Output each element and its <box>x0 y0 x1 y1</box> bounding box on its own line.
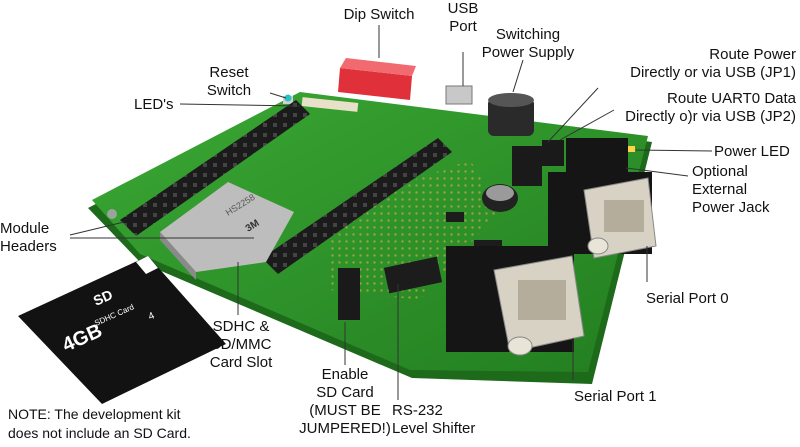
leader-line <box>625 167 689 177</box>
leader-line <box>179 103 301 107</box>
label-reset-switch: Reset Switch <box>206 64 252 99</box>
sd-card-body <box>18 256 226 404</box>
label-optional-power-jack: Optional External Power Jack <box>692 163 770 216</box>
sd-card: SD SDHC Card 4 4GB <box>18 256 226 404</box>
jumper-jp2 <box>542 140 564 166</box>
inductor-top <box>488 93 534 107</box>
label-serial-port-1: Serial Port 1 <box>574 388 657 405</box>
capacitor-top <box>486 185 514 201</box>
serial-port-1-screw <box>507 336 533 356</box>
serial-port-0-connector <box>548 172 657 259</box>
label-route-power: Route Power Directly or via USB (JP1) <box>630 46 796 81</box>
module-header-right <box>262 138 452 274</box>
reset-switch <box>283 94 293 104</box>
serial-port-1-socket <box>518 280 566 320</box>
sd-card-logo: SD <box>91 286 115 309</box>
label-dip-switch: Dip Switch <box>343 6 415 23</box>
led-row <box>301 97 359 112</box>
leader-lines <box>69 25 713 400</box>
leader-line <box>512 59 524 93</box>
label-sdhc-card-slot: SDHC & SD/MMC Card Slot <box>209 318 273 371</box>
mount-hole <box>107 209 117 219</box>
module-headers <box>120 100 452 274</box>
sd-slot-front <box>160 232 196 280</box>
sd-card-slot: HS2258 3M <box>160 182 294 280</box>
jumper-jp1 <box>512 146 542 186</box>
sd-slot-body <box>160 182 294 272</box>
label-usb-port: USB Port <box>447 0 479 35</box>
label-leds: LED's <box>134 96 174 113</box>
dip-switch <box>338 58 416 100</box>
leader-line <box>547 87 599 143</box>
label-serial-port-0: Serial Port 0 <box>646 290 729 307</box>
label-rs232-level-shifter: RS-232 Level Shifter <box>392 402 476 437</box>
sd-enable-jumper <box>338 268 360 320</box>
module-header-left <box>120 100 310 236</box>
label-module-headers: Module Headers <box>0 220 57 255</box>
leader-line <box>69 221 125 236</box>
label-switching-power-supply: Switching Power Supply <box>481 26 575 61</box>
sd-card-notch <box>136 256 158 274</box>
inductor-body <box>488 98 534 136</box>
reset-switch-button <box>284 94 292 102</box>
switching-power-supply <box>488 93 534 136</box>
note-sd-card-not-included: NOTE: The development kit does not inclu… <box>8 406 191 441</box>
leader-line <box>635 149 713 152</box>
serial-port-0-screw <box>587 237 609 255</box>
dip-switch-top <box>340 58 416 76</box>
smd-chip <box>446 212 464 222</box>
leader-line <box>559 109 615 141</box>
power-led <box>628 146 635 152</box>
label-power-led: Power LED <box>714 143 790 160</box>
dip-switch-body <box>338 68 412 100</box>
usb-port <box>445 85 473 105</box>
leader-line <box>269 92 287 99</box>
label-enable-sd-card: Enable SD Card (MUST BE JUMPERED!) <box>299 366 391 437</box>
label-route-uart: Route UART0 Data Directly o)r via USB (J… <box>625 90 796 125</box>
serial-port-1-connector <box>446 246 585 356</box>
serial-port-0-socket <box>604 200 644 232</box>
sd-card-speed-class: 4 <box>147 310 157 322</box>
